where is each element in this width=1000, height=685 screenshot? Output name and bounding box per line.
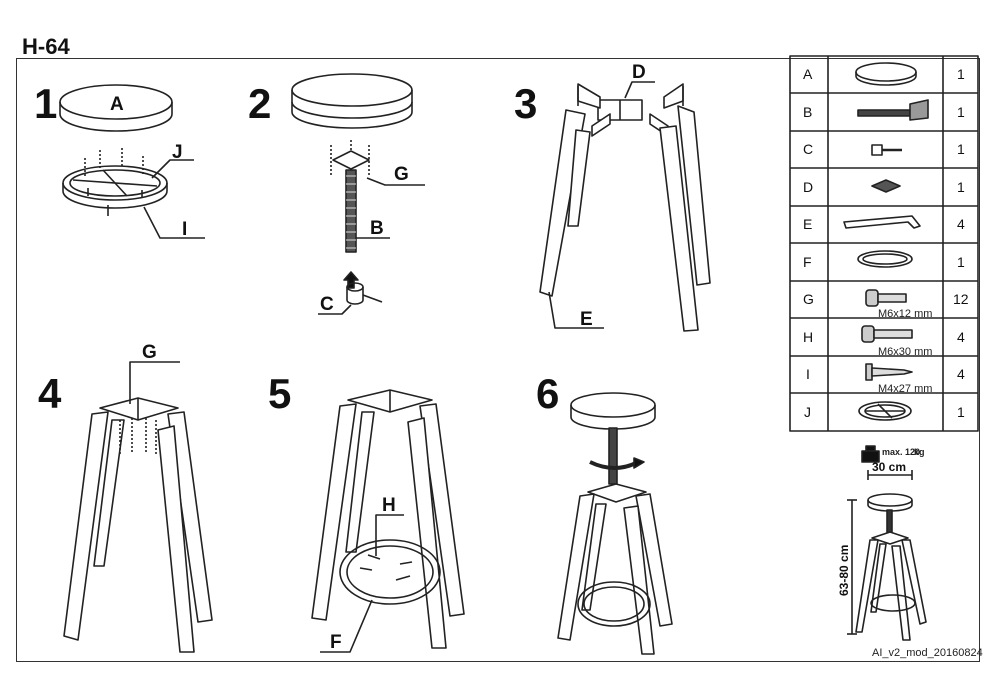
step5-leg-frame: [311, 389, 465, 653]
dimension-drawing: [847, 470, 927, 641]
part-label: D: [632, 62, 646, 83]
leg-icon: [843, 215, 921, 229]
step-number: 1: [34, 80, 57, 127]
step-number: 4: [38, 370, 62, 417]
step3-leg-frame: [539, 81, 711, 332]
part-label: G: [142, 342, 157, 363]
part-size: M6x12 mm: [878, 308, 932, 320]
nut-icon: [871, 144, 902, 156]
part-qty: 1: [957, 179, 965, 195]
part-size: M4x27 mm: [878, 383, 932, 395]
screw-icon: [865, 363, 913, 381]
part-label: G: [394, 164, 409, 185]
instruction-frame: [16, 58, 980, 662]
part-label: A: [110, 94, 124, 115]
part-qty: 1: [957, 66, 965, 82]
part-label: E: [580, 309, 593, 330]
step1-seat-disc: [59, 84, 173, 132]
part-id: H: [803, 329, 813, 345]
part-label: C: [320, 294, 334, 315]
part-qty: 1: [957, 104, 965, 120]
part-label: H: [382, 495, 396, 516]
part-size: M6x30 mm: [878, 346, 932, 358]
part-id: C: [803, 141, 813, 157]
part-label: J: [172, 142, 183, 163]
seat-disc-icon: [855, 62, 917, 86]
part-id: E: [803, 216, 812, 232]
part-id: J: [804, 404, 811, 420]
part-id: F: [803, 254, 812, 270]
part-id: B: [803, 104, 812, 120]
part-label: I: [182, 219, 187, 240]
threaded-rod-icon: [857, 99, 929, 121]
step2-seat-disc: [291, 73, 413, 129]
bolt-icon: [865, 289, 907, 307]
part-label: F: [330, 632, 342, 653]
part-id: A: [803, 66, 813, 82]
max-load-unit: kg: [914, 447, 925, 457]
part-qty: 4: [957, 329, 965, 345]
parts-table: A 1 B 1 C 1 D 1 E 4 F 1 G M6x12 mm 12 H …: [803, 66, 969, 420]
foot-ring-icon: [857, 250, 913, 268]
document-title: H-64: [22, 34, 70, 59]
step4-leg-frame: [63, 361, 213, 653]
part-qty: 1: [957, 254, 965, 270]
height-range: 63-80 cm: [837, 545, 851, 596]
cross-connector-icon: [871, 179, 901, 193]
part-qty: 4: [957, 366, 965, 382]
seat-frame-icon: [858, 401, 912, 421]
max-load: max. 120: [882, 447, 920, 457]
step-number: 3: [514, 80, 537, 127]
part-qty: 4: [957, 216, 965, 232]
part-label: B: [370, 218, 384, 239]
part-qty: 1: [957, 141, 965, 157]
step-number: 6: [536, 370, 559, 417]
bolt-icon: [861, 325, 913, 343]
step2-threaded-rod: [318, 140, 425, 315]
part-id: G: [803, 291, 814, 307]
part-qty: 12: [953, 291, 969, 307]
weight-icon: [861, 445, 880, 463]
parts-table-grid: [789, 55, 979, 432]
footer-code: AI_v2_mod_20160824: [872, 647, 983, 659]
part-id: D: [803, 179, 813, 195]
step6-stool: [557, 392, 673, 655]
step-number: 2: [248, 80, 271, 127]
part-qty: 1: [957, 404, 965, 420]
step1-seat-frame: [62, 148, 205, 239]
seat-width: 30 cm: [872, 460, 906, 474]
part-id: I: [806, 366, 810, 382]
step-number: 5: [268, 370, 291, 417]
